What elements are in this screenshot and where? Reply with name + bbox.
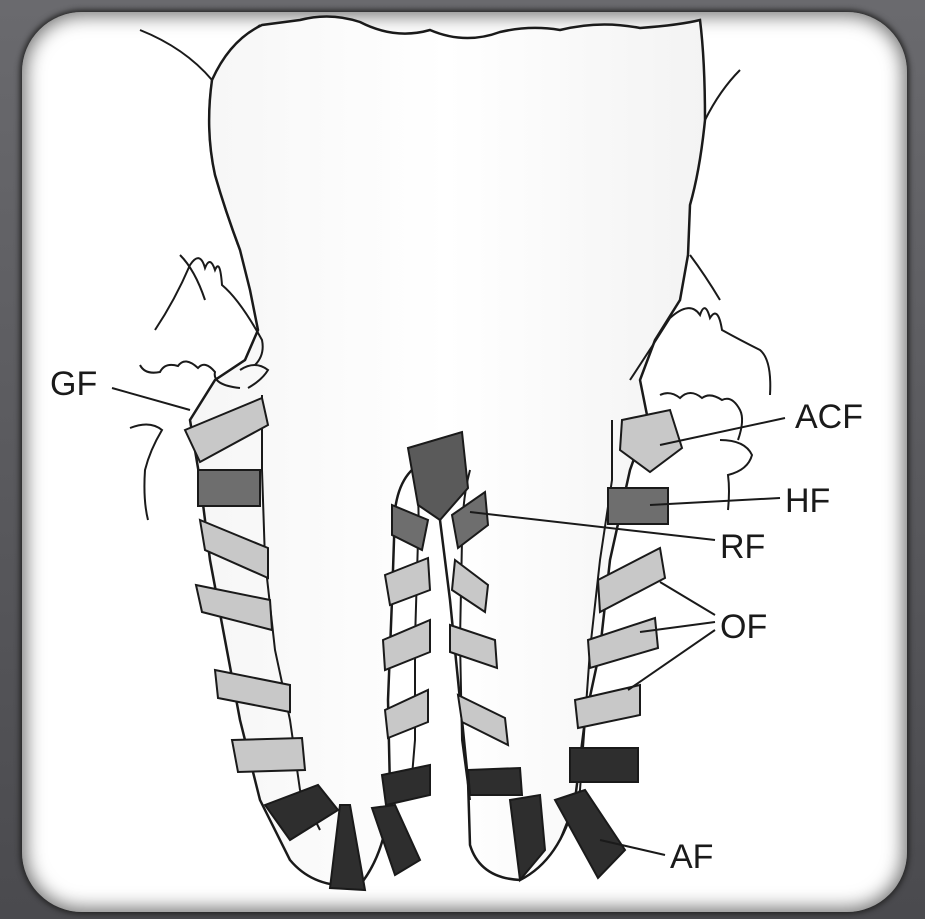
apical-fiber-right-3 (555, 790, 625, 878)
gf-label: GF (50, 365, 97, 403)
apical-fiber-center-2 (468, 768, 522, 795)
apical-fiber-right-1 (570, 748, 638, 782)
acf-label: ACF (795, 398, 863, 436)
hf-label: HF (785, 482, 830, 520)
hf-leader (650, 498, 780, 505)
oblique-fiber-center-5 (385, 690, 428, 738)
horizontal-fiber-left (198, 470, 260, 506)
horizontal-fiber-right (608, 488, 668, 524)
of-label: OF (720, 608, 767, 646)
gf-leader (112, 388, 190, 410)
rf-label: RF (720, 528, 765, 566)
af-label: AF (670, 838, 713, 876)
oblique-fiber-left-4 (232, 738, 305, 772)
of-leader-1 (660, 582, 715, 615)
interradicular-fiber-mid-left (392, 505, 428, 550)
